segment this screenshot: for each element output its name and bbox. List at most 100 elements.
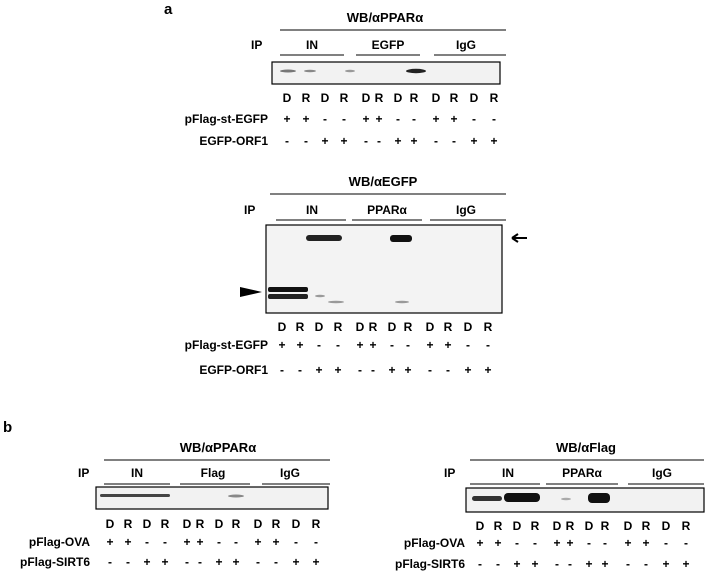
sign: + bbox=[470, 134, 477, 148]
ip-group-ppara: PPARα bbox=[562, 466, 602, 480]
lane-label: D bbox=[432, 91, 441, 105]
sign: - bbox=[280, 363, 284, 377]
lane-label: R bbox=[334, 320, 343, 334]
sign: - bbox=[486, 338, 490, 352]
band bbox=[268, 294, 308, 299]
sign: - bbox=[198, 555, 202, 569]
sign: + bbox=[340, 134, 347, 148]
sign: + bbox=[312, 555, 319, 569]
ip-group-igg: IgG bbox=[456, 203, 476, 217]
band bbox=[280, 69, 296, 73]
sign: - bbox=[644, 557, 648, 571]
sign: + bbox=[682, 557, 689, 571]
lane-label: D bbox=[315, 320, 324, 334]
lane-label: R bbox=[494, 519, 503, 533]
sign: + bbox=[662, 557, 669, 571]
lane-label: D bbox=[254, 517, 263, 531]
sign: + bbox=[410, 134, 417, 148]
row-label: pFlag-st-EGFP bbox=[185, 112, 268, 126]
lane-label: D bbox=[356, 320, 365, 334]
sign: + bbox=[369, 338, 376, 352]
ip-group-in: IN bbox=[502, 466, 514, 480]
sign: + bbox=[106, 535, 113, 549]
ip-group-flag: Flag bbox=[201, 466, 226, 480]
sign: + bbox=[494, 536, 501, 550]
lane-label: D bbox=[215, 517, 224, 531]
sign: + bbox=[302, 112, 309, 126]
sign: + bbox=[490, 134, 497, 148]
lane-label: R bbox=[375, 91, 384, 105]
sign: + bbox=[444, 338, 451, 352]
row-label: pFlag-SIRT6 bbox=[395, 557, 465, 571]
lane-label: R bbox=[124, 517, 133, 531]
lane-label: D bbox=[183, 517, 192, 531]
sign: + bbox=[464, 363, 471, 377]
sign: - bbox=[108, 555, 112, 569]
blot-membrane bbox=[271, 61, 501, 85]
sign: + bbox=[362, 112, 369, 126]
sign: + bbox=[553, 536, 560, 550]
sign: - bbox=[304, 134, 308, 148]
lane-label: D bbox=[553, 519, 562, 533]
sign: - bbox=[434, 134, 438, 148]
sign: - bbox=[256, 555, 260, 569]
sign: - bbox=[185, 555, 189, 569]
ip-group-in: IN bbox=[131, 466, 143, 480]
sign: + bbox=[585, 557, 592, 571]
sign: - bbox=[555, 557, 559, 571]
sign: + bbox=[624, 536, 631, 550]
ip-label: IP bbox=[251, 38, 262, 52]
lane-label: R bbox=[682, 519, 691, 533]
sign: - bbox=[126, 555, 130, 569]
row-label: EGFP-ORF1 bbox=[199, 134, 268, 148]
lane-label: D bbox=[388, 320, 397, 334]
lane-label: D bbox=[143, 517, 152, 531]
lane-label: D bbox=[426, 320, 435, 334]
lane-label: R bbox=[484, 320, 493, 334]
sign: + bbox=[315, 363, 322, 377]
band bbox=[561, 497, 571, 501]
wb-label: WB/αEGFP bbox=[349, 174, 418, 189]
wb-label: WB/αPPARα bbox=[347, 10, 423, 25]
lane-label: R bbox=[340, 91, 349, 105]
sign: + bbox=[292, 555, 299, 569]
lane-label: R bbox=[444, 320, 453, 334]
band bbox=[406, 68, 426, 74]
blot-a-bottom: WB/αEGFP IP IN PPARα IgG D R D R D R D R… bbox=[185, 174, 527, 377]
band bbox=[315, 294, 325, 298]
wb-label: WB/αFlag bbox=[556, 440, 616, 455]
sign: - bbox=[472, 112, 476, 126]
lane-label: D bbox=[624, 519, 633, 533]
band bbox=[395, 300, 409, 304]
lane-label: R bbox=[161, 517, 170, 531]
band bbox=[390, 235, 412, 242]
ip-label: IP bbox=[78, 466, 89, 480]
lane-label: R bbox=[410, 91, 419, 105]
sign: - bbox=[452, 134, 456, 148]
sign: - bbox=[342, 112, 346, 126]
sign: + bbox=[394, 134, 401, 148]
lane-label: D bbox=[292, 517, 301, 531]
band bbox=[345, 69, 355, 73]
lane-label: R bbox=[566, 519, 575, 533]
sign: - bbox=[323, 112, 327, 126]
sign: + bbox=[183, 535, 190, 549]
sign: - bbox=[626, 557, 630, 571]
sign: - bbox=[336, 338, 340, 352]
ip-group-egfp: EGFP bbox=[372, 38, 405, 52]
sign: - bbox=[298, 363, 302, 377]
sign: - bbox=[478, 557, 482, 571]
sign: + bbox=[278, 338, 285, 352]
sign: + bbox=[388, 363, 395, 377]
sign: + bbox=[161, 555, 168, 569]
sign: - bbox=[285, 134, 289, 148]
lane-label: D bbox=[585, 519, 594, 533]
row-label: pFlag-OVA bbox=[404, 536, 465, 550]
sign: - bbox=[364, 134, 368, 148]
lane-label: D bbox=[662, 519, 671, 533]
sign: - bbox=[446, 363, 450, 377]
lane-label: R bbox=[531, 519, 540, 533]
sign: - bbox=[533, 536, 537, 550]
lane-label: R bbox=[272, 517, 281, 531]
lane-label: R bbox=[312, 517, 321, 531]
